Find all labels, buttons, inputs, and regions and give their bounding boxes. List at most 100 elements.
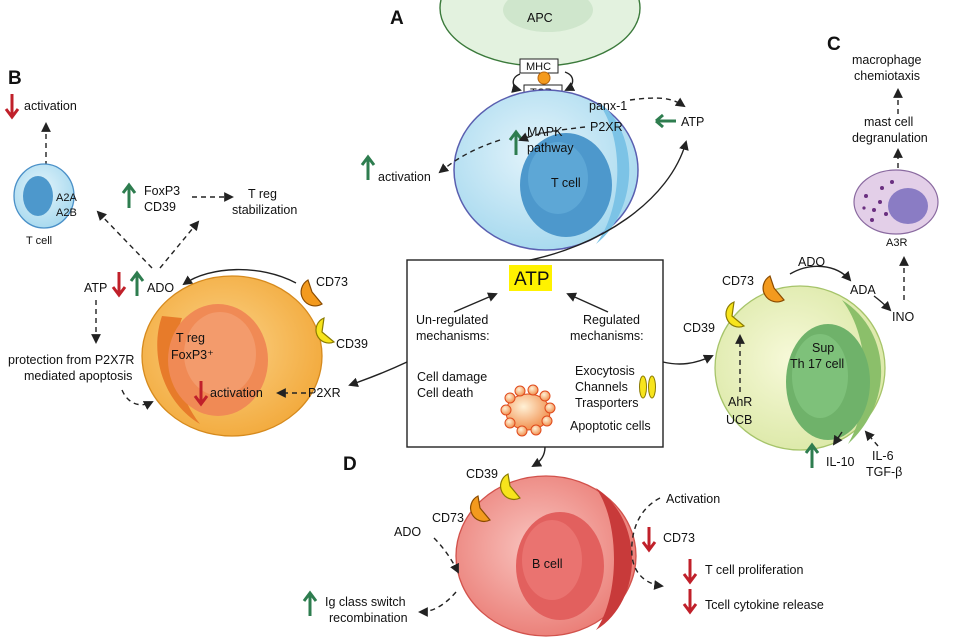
- foxp3-label: FoxP3: [144, 184, 180, 198]
- a2a-label: A2A: [56, 192, 77, 204]
- ado-c-label: ADO: [798, 255, 825, 269]
- sup-label: Sup: [812, 341, 834, 355]
- th17-cell: Sup Th 17 cell: [714, 285, 886, 451]
- exocytosis-label: Exocytosis: [575, 364, 635, 378]
- unregulated-mechanisms-label: mechanisms:: [416, 329, 490, 343]
- mediated-apoptosis-label: mediated apoptosis: [24, 369, 132, 383]
- macrophage-label: macrophage: [852, 53, 922, 67]
- t-cell-cytokine-label: Tcell cytokine release: [705, 598, 824, 612]
- atp-highlight: [509, 265, 552, 291]
- center-box: ATP Un-regulated mechanisms: Regulated m…: [348, 259, 714, 467]
- t-cell-a-label: T cell: [551, 176, 581, 190]
- red-down-arrow-icon: [682, 559, 698, 585]
- unregulated-label: Un-regulated: [416, 313, 488, 327]
- mast-cell-label: mast cell: [864, 115, 913, 129]
- activation-a-label: activation: [378, 170, 431, 184]
- apoptotic-cells-label: Apoptotic cells: [570, 419, 651, 433]
- panel-label-b: B: [8, 68, 22, 89]
- green-up-arrow-icon: [129, 270, 145, 296]
- il6-label: IL-6: [872, 449, 894, 463]
- cd73-c-label: CD73: [722, 274, 754, 288]
- cell-damage-label: Cell damage: [417, 370, 487, 384]
- panel-label-d: D: [343, 454, 357, 475]
- apc-cell: APC: [439, 0, 641, 67]
- apc-label: APC: [527, 11, 553, 25]
- green-up-arrow-icon: [302, 590, 318, 616]
- mast-cell: A3R: [853, 169, 939, 249]
- cd39-enzyme-icon: [315, 317, 336, 344]
- panel-b: B activation A2A A2B T cell FoxP3 CD39 T…: [4, 68, 368, 437]
- panel-label-a: A: [390, 8, 404, 29]
- cd73-d-right-label: CD73: [663, 531, 695, 545]
- a3r-label: A3R: [886, 237, 907, 249]
- cd39-d-label: CD39: [466, 467, 498, 481]
- treg-cell: T reg FoxP3⁺: [141, 275, 323, 437]
- panel-c: C macrophage chemiotaxis mast cell degra…: [683, 34, 939, 479]
- red-down-arrow-icon: [111, 272, 127, 298]
- tgfb-label: TGF-β: [866, 465, 902, 479]
- atp-a-label: ATP: [681, 115, 704, 129]
- activation-d-label: Activation: [666, 492, 720, 506]
- regulated-label: Regulated: [583, 313, 640, 327]
- channel-icon: [639, 375, 656, 399]
- activation-b-top-label: activation: [24, 99, 77, 113]
- green-up-arrow-icon: [655, 113, 676, 129]
- ado-d-label: ADO: [394, 525, 421, 539]
- t-cell-b-label: T cell: [26, 235, 52, 247]
- recombination-label: recombination: [329, 611, 408, 625]
- activation-b-cell-label: activation: [210, 386, 263, 400]
- atp-b-label: ATP: [84, 281, 107, 295]
- cd73-b-label: CD73: [316, 275, 348, 289]
- transporters-label: Trasporters: [575, 396, 638, 410]
- cd39-enzyme-icon: [499, 473, 521, 501]
- cd73-enzyme-icon: [300, 279, 323, 307]
- a2b-label: A2B: [56, 207, 77, 219]
- red-down-arrow-icon: [641, 527, 657, 553]
- treg-stabilization-label: stabilization: [232, 203, 297, 217]
- t-cell-a: T cell: [453, 89, 639, 251]
- treg-label: T reg: [248, 187, 277, 201]
- green-up-arrow-icon: [360, 154, 376, 180]
- t-cell-b: A2A A2B T cell: [13, 163, 77, 247]
- ucb-label: UCB: [726, 413, 752, 427]
- channels-label: Channels: [575, 380, 628, 394]
- chemiotaxis-label: chemiotaxis: [854, 69, 920, 83]
- foxp3-plus-label: FoxP3⁺: [171, 348, 214, 362]
- b-cell-label: B cell: [532, 557, 563, 571]
- cd73-enzyme-icon: [469, 495, 491, 523]
- th17-label: Th 17 cell: [790, 357, 844, 371]
- green-up-arrow-icon: [804, 442, 820, 468]
- ig-class-switch-label: Ig class switch: [325, 595, 406, 609]
- mhc-label: MHC: [526, 61, 551, 73]
- ada-label: ADA: [850, 283, 876, 297]
- p2xr-b-label: P2XR: [308, 386, 341, 400]
- protection-label: protection from P2X7R: [8, 353, 134, 367]
- apoptotic-cell-icon: [500, 384, 556, 437]
- p2xr-a-label: P2XR: [590, 120, 623, 134]
- b-cell: B cell: [455, 475, 637, 637]
- cd39-c-label: CD39: [683, 321, 715, 335]
- regulated-mechanisms-label: mechanisms:: [570, 329, 644, 343]
- treg-cell-label: T reg: [176, 331, 205, 345]
- panel-d: D CD39 B cell CD73 ADO Ig class switch r…: [302, 454, 824, 637]
- ado-b-label: ADO: [147, 281, 174, 295]
- panel-label-c: C: [827, 34, 841, 55]
- green-up-arrow-icon: [121, 182, 137, 208]
- atp-center-label: ATP: [514, 269, 550, 290]
- t-cell-proliferation-label: T cell proliferation: [705, 563, 803, 577]
- cell-death-label: Cell death: [417, 386, 473, 400]
- red-down-arrow-icon: [193, 381, 209, 407]
- degranulation-label: degranulation: [852, 131, 928, 145]
- red-down-arrow-icon: [4, 94, 20, 120]
- ahr-label: AhR: [728, 395, 752, 409]
- ino-label: INO: [892, 310, 915, 324]
- cd39-enzyme-icon: [725, 301, 746, 328]
- pathway-label: pathway: [527, 141, 574, 155]
- red-down-arrow-icon: [682, 589, 698, 615]
- cd73-enzyme-icon: [762, 275, 785, 303]
- antigen-icon: [537, 71, 551, 85]
- panx-label: panx-1: [589, 99, 627, 113]
- cd73-d-label: CD73: [432, 511, 464, 525]
- il10-label: IL-10: [826, 455, 855, 469]
